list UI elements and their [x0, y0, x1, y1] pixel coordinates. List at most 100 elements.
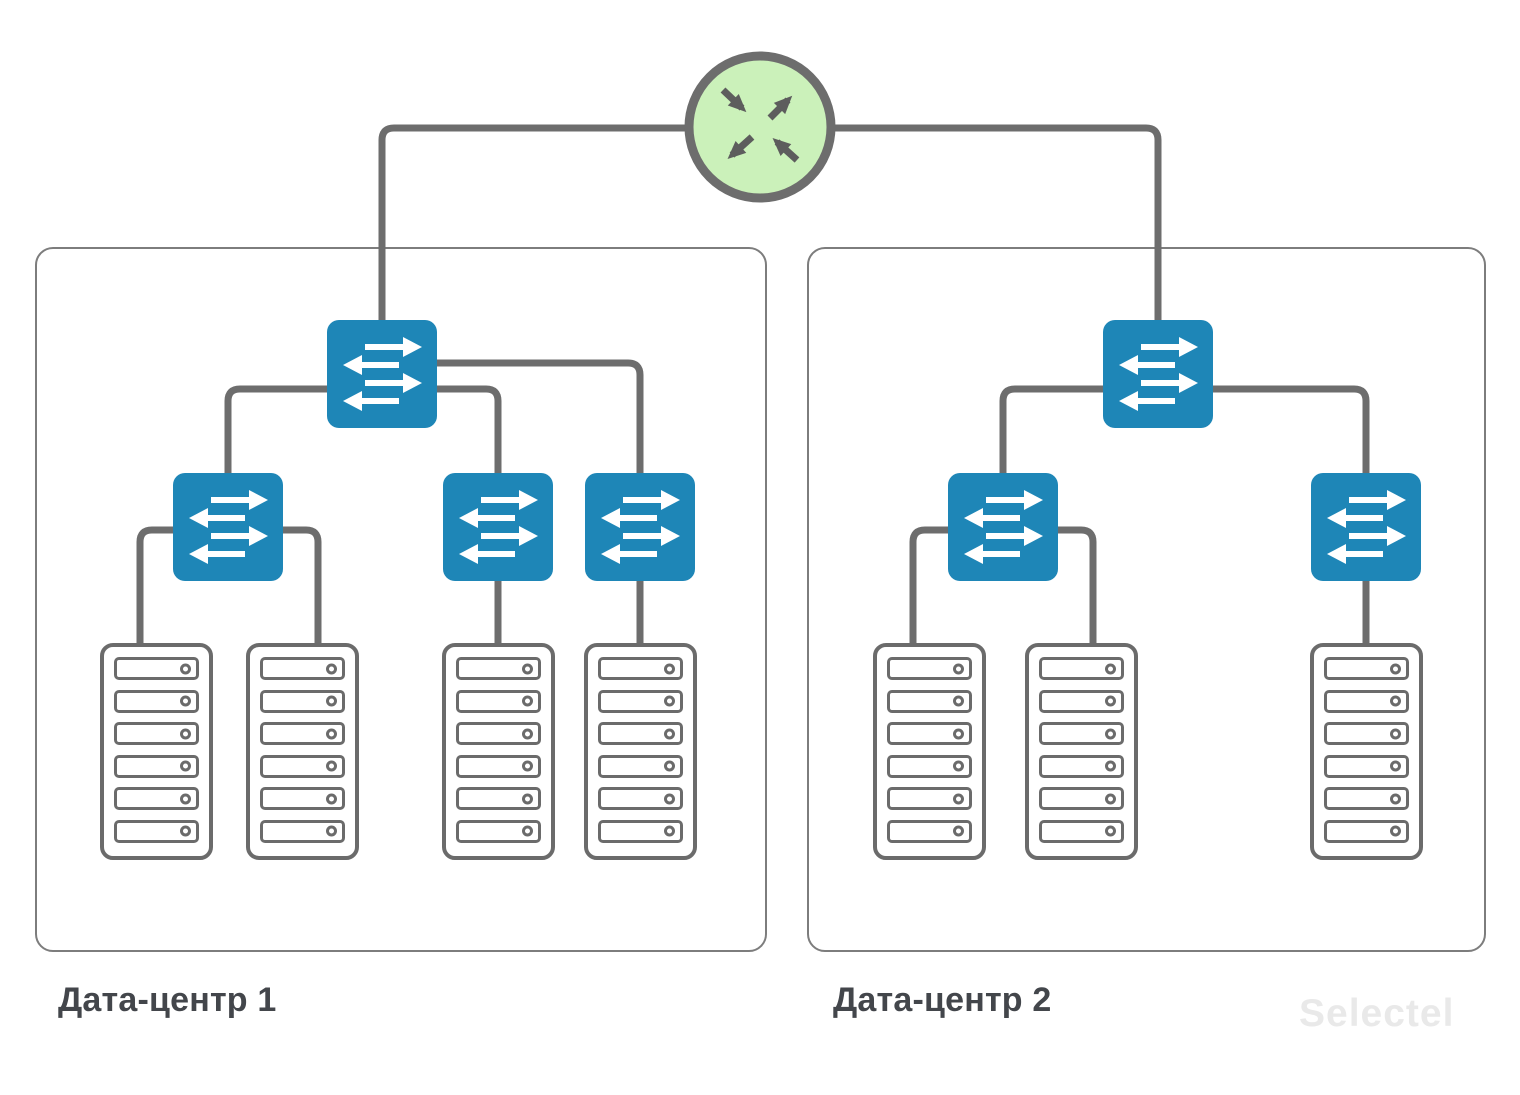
drive-indicator-icon [326, 793, 337, 805]
drive-indicator-icon [1105, 793, 1116, 805]
server-rack [442, 643, 555, 860]
drive-indicator-icon [664, 793, 675, 805]
drive-indicator-icon [180, 760, 191, 772]
drive-indicator-icon [326, 663, 337, 674]
switch-arrows-icon [443, 473, 553, 581]
router-crossed-arrows-icon [684, 51, 836, 203]
server-unit [598, 657, 683, 680]
drive-indicator-icon [326, 695, 337, 707]
server-unit [260, 657, 345, 680]
dc2-aggregation-switch [1103, 320, 1213, 428]
switch-arrows-icon [1103, 320, 1213, 428]
dc2-access-switch-2 [1311, 473, 1421, 581]
drive-indicator-icon [326, 728, 337, 740]
drive-indicator-icon [1105, 760, 1116, 772]
server-unit [1324, 754, 1409, 778]
server-unit [598, 754, 683, 778]
server-unit [114, 819, 199, 843]
datacenter-2-label: Дата-центр 2 [833, 981, 1052, 1019]
drive-indicator-icon [1105, 663, 1116, 674]
server-rack [1310, 643, 1423, 860]
server-unit [456, 819, 541, 843]
server-unit [598, 722, 683, 746]
drive-indicator-icon [522, 663, 533, 674]
dc2-access-switch-1 [948, 473, 1058, 581]
drive-indicator-icon [1105, 728, 1116, 740]
server-unit [887, 657, 972, 680]
selectel-watermark: Selectel [1299, 992, 1455, 1035]
drive-indicator-icon [1390, 695, 1401, 707]
router-node [680, 47, 840, 207]
drive-indicator-icon [180, 663, 191, 674]
drive-indicator-icon [522, 728, 533, 740]
server-unit [598, 689, 683, 713]
dc1-access-switch-2 [443, 473, 553, 581]
server-unit [114, 787, 199, 811]
server-unit [1324, 722, 1409, 746]
server-unit [456, 657, 541, 680]
drive-indicator-icon [953, 793, 964, 805]
drive-indicator-icon [180, 728, 191, 740]
drive-indicator-icon [664, 825, 675, 837]
drive-indicator-icon [953, 825, 964, 837]
drive-indicator-icon [1105, 825, 1116, 837]
drive-indicator-icon [953, 695, 964, 707]
server-unit [456, 689, 541, 713]
drive-indicator-icon [522, 793, 533, 805]
drive-indicator-icon [1390, 760, 1401, 772]
server-unit [1039, 819, 1124, 843]
server-unit [1039, 722, 1124, 746]
server-unit [1039, 689, 1124, 713]
server-unit [887, 689, 972, 713]
server-unit [114, 689, 199, 713]
server-unit [1324, 787, 1409, 811]
datacenter-1-label: Дата-центр 1 [58, 981, 277, 1019]
drive-indicator-icon [1105, 695, 1116, 707]
drive-indicator-icon [1390, 825, 1401, 837]
switch-arrows-icon [585, 473, 695, 581]
drive-indicator-icon [1390, 663, 1401, 674]
drive-indicator-icon [180, 695, 191, 707]
server-unit [260, 722, 345, 746]
switch-arrows-icon [1311, 473, 1421, 581]
server-unit [887, 787, 972, 811]
server-unit [456, 722, 541, 746]
drive-indicator-icon [180, 793, 191, 805]
server-unit [887, 819, 972, 843]
server-rack [1025, 643, 1138, 860]
drive-indicator-icon [326, 825, 337, 837]
drive-indicator-icon [522, 760, 533, 772]
server-unit [598, 819, 683, 843]
drive-indicator-icon [664, 695, 675, 707]
dc1-access-switch-3 [585, 473, 695, 581]
switch-arrows-icon [173, 473, 283, 581]
server-rack [873, 643, 986, 860]
server-unit [1324, 819, 1409, 843]
server-unit [260, 754, 345, 778]
dc1-access-switch-1 [173, 473, 283, 581]
drive-indicator-icon [1390, 793, 1401, 805]
server-unit [114, 754, 199, 778]
drive-indicator-icon [1390, 728, 1401, 740]
server-rack [100, 643, 213, 860]
dc1-aggregation-switch [327, 320, 437, 428]
server-unit [456, 754, 541, 778]
drive-indicator-icon [664, 663, 675, 674]
server-unit [114, 657, 199, 680]
drive-indicator-icon [522, 825, 533, 837]
server-unit [887, 754, 972, 778]
server-unit [1039, 754, 1124, 778]
drive-indicator-icon [522, 695, 533, 707]
server-unit [260, 689, 345, 713]
server-unit [1324, 689, 1409, 713]
server-unit [456, 787, 541, 811]
drive-indicator-icon [953, 663, 964, 674]
drive-indicator-icon [953, 728, 964, 740]
server-unit [1039, 657, 1124, 680]
drive-indicator-icon [326, 760, 337, 772]
drive-indicator-icon [953, 760, 964, 772]
switch-arrows-icon [327, 320, 437, 428]
server-unit [1039, 787, 1124, 811]
server-unit [1324, 657, 1409, 680]
